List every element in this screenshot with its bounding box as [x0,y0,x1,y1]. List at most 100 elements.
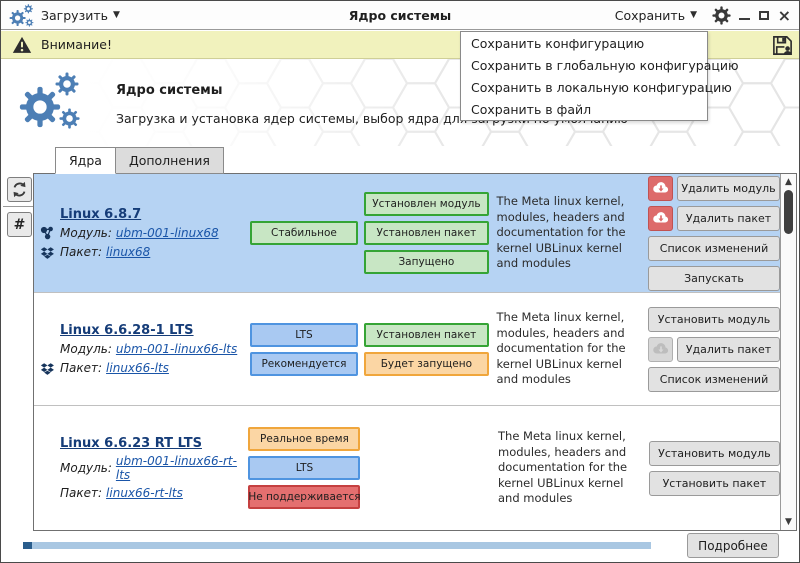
install-module-button[interactable]: Установить модуль [648,440,780,466]
window-title: Ядро системы [348,7,452,23]
changelog-button[interactable]: Список изменений [648,366,780,392]
kernel-actions: Установить модуль Установить пакет [648,440,780,496]
status-badge: Установлен модуль [364,192,489,216]
kernel-row-linux-6-8-7[interactable]: Linux 6.8.7 Модуль: ubm-001-linux68 Паке… [34,174,780,292]
warning-label: Внимание! [41,37,112,52]
close-icon[interactable]: × [777,5,791,25]
hash-button[interactable]: # [7,212,32,237]
package-label: Пакет: [60,361,103,375]
scroll-up-icon[interactable]: ▲ [785,177,792,187]
status-badge: Не поддерживается [248,485,361,509]
status-badge: Стабильное [249,221,359,245]
settings-gear-icon[interactable] [712,6,731,25]
kernel-actions: Удалить модуль Удалить пакет Список изме… [648,175,780,291]
package-link[interactable]: linux66-rt-lts [106,486,183,500]
badge-column-1: Реальное время LTS Не поддерживается [248,427,361,509]
badge-column-2: Установлен модуль Установлен пакет Запущ… [364,192,489,274]
kernel-gears-icon [19,71,83,133]
remove-package-cloud-icon[interactable] [648,205,674,231]
remove-package-button[interactable]: Удалить пакет [677,336,780,362]
toolbar: Загрузить ▼ Ядро системы Сохранить ▼ × [1,1,799,30]
remove-package-cloud-icon-disabled [648,336,674,362]
status-badge: LTS [249,322,359,347]
package-link[interactable]: linux66-lts [106,361,169,375]
row-divider [34,405,780,406]
details-button[interactable]: Подробнее [687,533,779,558]
row-divider [34,292,780,293]
kernel-description: The Meta linux kernel, modules, headers … [496,194,626,271]
scroll-down-icon[interactable]: ▼ [785,517,792,527]
page-title: Ядро системы [116,83,223,98]
scrollbar-thumb[interactable] [784,190,793,234]
kernel-description: The Meta linux kernel, modules, headers … [496,310,626,387]
window-controls: × [738,1,791,30]
save-dropdown-menu: Сохранить конфигурацию Сохранить в глоба… [460,31,739,121]
scrollbar[interactable]: ▲ ▼ [780,174,796,530]
kernel-title-link[interactable]: Linux 6.8.7 [60,206,142,222]
tab-addons[interactable]: Дополнения [115,147,224,174]
status-badge: Установлен пакет [364,221,489,245]
install-package-button[interactable]: Установить пакет [648,470,780,496]
minimize-icon[interactable] [738,17,750,20]
warning-triangle-icon [12,36,32,53]
progress-bar [23,542,651,549]
status-badge: LTS [248,456,361,480]
side-separator [3,206,33,207]
menu-item-save-to-file[interactable]: Сохранить в файл [471,101,592,117]
module-link[interactable]: ubm-001-linux68 [115,226,219,240]
kernel-info: Linux 6.6.28-1 LTS Модуль: ubm-001-linux… [38,322,250,376]
tab-bar: Ядра Дополнения [55,147,224,174]
install-module-button[interactable]: Установить модуль [648,306,780,332]
menu-item-save-global-config[interactable]: Сохранить в глобальную конфигурацию [471,57,739,73]
badge-column-2: Установлен пакет Будет запущено [364,322,489,376]
status-badge: Будет запущено [364,351,489,376]
module-link[interactable]: ubm-001-linux66-lts [115,342,238,356]
status-badge: Рекомендуется [249,351,359,376]
package-label: Пакет: [60,245,103,259]
kernel-row-linux-6-6-23[interactable]: Linux 6.6.23 RT LTS Модуль: ubm-001-linu… [34,406,780,530]
module-label: Модуль: [60,461,112,475]
package-link[interactable]: linux68 [106,245,151,259]
module-label: Модуль: [60,342,112,356]
chevron-down-icon: ▼ [113,10,120,20]
kernel-info: Linux 6.8.7 Модуль: ubm-001-linux68 Паке… [38,206,250,260]
save-menu-label: Сохранить [614,7,686,23]
changelog-button[interactable]: Список изменений [648,235,780,261]
remove-package-button[interactable]: Удалить пакет [677,205,780,231]
status-badge: Запущено [364,250,489,274]
menu-item-save-config[interactable]: Сохранить конфигурацию [471,35,645,51]
refresh-button[interactable] [7,177,32,202]
package-icon [38,360,56,376]
package-label: Пакет: [60,486,103,500]
chevron-down-icon: ▼ [690,10,697,20]
kernel-description: The Meta linux kernel, modules, headers … [498,429,628,506]
kernel-title-link[interactable]: Linux 6.6.23 RT LTS [60,435,202,451]
kernel-actions: Установить модуль Удалить пакет Список и… [648,306,780,392]
badge-column-1: Стабильное [249,221,359,245]
hash-icon: # [13,216,26,233]
save-config-floppy-icon[interactable] [771,34,794,57]
remove-module-button[interactable]: Удалить модуль [677,175,780,201]
remove-module-cloud-icon[interactable] [648,175,674,201]
load-menu-button[interactable]: Загрузить ▼ [41,8,120,23]
kernel-info: Linux 6.6.23 RT LTS Модуль: ubm-001-linu… [38,435,248,501]
status-badge: Реальное время [248,427,361,451]
load-menu-label: Загрузить [41,7,108,23]
tab-kernels[interactable]: Ядра [55,147,116,174]
module-icon [38,225,56,241]
package-icon [38,244,56,260]
status-badge: Установлен пакет [364,322,489,347]
kernel-title-link[interactable]: Linux 6.6.28-1 LTS [60,322,194,338]
badge-column-1: LTS Рекомендуется [249,322,359,376]
kernel-list-panel: Linux 6.8.7 Модуль: ubm-001-linux68 Паке… [33,173,797,531]
boot-default-button[interactable]: Запускать [648,265,780,291]
menu-item-save-local-config[interactable]: Сохранить в локальную конфигурацию [471,79,732,95]
module-label: Модуль: [60,226,112,240]
maximize-icon[interactable] [758,11,769,20]
kernel-rows: Linux 6.8.7 Модуль: ubm-001-linux68 Паке… [34,174,780,530]
progress-bar-fill [23,542,32,549]
kernel-row-linux-6-6-28[interactable]: Linux 6.6.28-1 LTS Модуль: ubm-001-linux… [34,293,780,405]
save-menu-button[interactable]: Сохранить ▼ [615,8,697,23]
module-link[interactable]: ubm-001-linux66-rt-lts [115,454,237,482]
